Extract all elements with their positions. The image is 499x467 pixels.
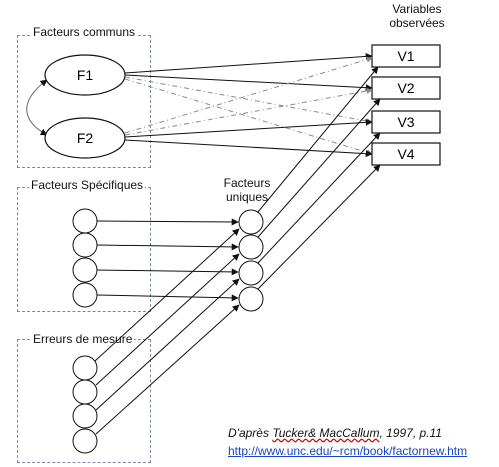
arrow-specific-3-unique-3	[96, 268, 239, 276]
observed-variables-label-line-1: Variables	[392, 2, 442, 16]
arrow-error-4-unique-4	[95, 304, 240, 435]
variable-v3: V3	[371, 110, 441, 134]
factor-f2-label: F2	[77, 130, 94, 146]
unique-factor-4	[238, 286, 264, 312]
measurement-errors-title: Erreurs de mesure	[31, 332, 135, 346]
measurement-error-1	[72, 355, 98, 381]
unique-factor-3	[238, 260, 264, 286]
factor-f2: F2	[44, 117, 126, 159]
measurement-error-4	[72, 428, 98, 454]
arrow-f1-v1	[124, 52, 373, 74]
arrow-f2-v1	[124, 56, 373, 134]
arrow-f2-v2	[124, 88, 373, 136]
arrow-f2-v4	[124, 139, 373, 158]
unique-factors-label-line-1: Facteurs	[223, 176, 271, 190]
arrow-unique-4-v4	[257, 164, 381, 290]
variable-v1-label: V1	[397, 48, 414, 64]
citation-suffix: , 1997, p.11	[379, 426, 442, 440]
arrow-error-3-unique-3	[95, 278, 240, 411]
observed-variables-label-line-2: observées	[389, 16, 445, 30]
arrow-f1-v4	[124, 78, 373, 156]
f1-f2-correlation-arc	[26, 79, 48, 136]
arrow-error-1-unique-1	[94, 228, 240, 362]
arrow-unique-3-v3	[257, 132, 381, 264]
common-factors-title: Facteurs communs	[31, 25, 138, 39]
measurement-error-2	[72, 379, 98, 405]
unique-factors-label-line-2: uniques	[225, 190, 269, 204]
variable-v2-label: V2	[397, 80, 414, 96]
arrow-specific-1-unique-1	[96, 218, 239, 226]
variable-v2: V2	[371, 76, 441, 100]
arrow-unique-1-v1	[257, 66, 379, 213]
arrow-unique-2-v2	[257, 98, 381, 238]
citation-prefix: D'après	[228, 426, 273, 440]
arrow-specific-4-unique-4	[96, 294, 239, 302]
specific-factor-4	[72, 282, 98, 308]
arrow-f1-v3	[124, 76, 373, 124]
factor-f1-label: F1	[77, 67, 94, 83]
unique-factor-2	[238, 234, 264, 260]
source-link[interactable]: http://www.unc.edu/~rcm/book/factornew.h…	[228, 444, 468, 458]
variable-v4: V4	[371, 142, 441, 166]
arrow-error-2-unique-2	[95, 253, 240, 386]
arrow-f1-v2	[124, 74, 373, 92]
citation: D'après Tucker& MacCallum, 1997, p.11	[228, 426, 442, 440]
variable-v3-label: V3	[397, 114, 414, 130]
citation-authors: Tucker& MacCallum	[272, 426, 380, 440]
unique-factor-1	[238, 209, 264, 235]
arrow-f2-v3	[124, 118, 373, 138]
factor-f1: F1	[44, 54, 126, 96]
specific-factor-2	[72, 232, 98, 258]
specific-factor-3	[72, 257, 98, 283]
measurement-error-3	[72, 403, 98, 429]
variable-v1: V1	[371, 44, 441, 68]
variable-v4-label: V4	[397, 146, 414, 162]
specific-factors-title: Facteurs Spécifiques	[29, 178, 146, 192]
arrow-specific-2-unique-2	[96, 243, 239, 251]
specific-factor-1	[72, 208, 98, 234]
